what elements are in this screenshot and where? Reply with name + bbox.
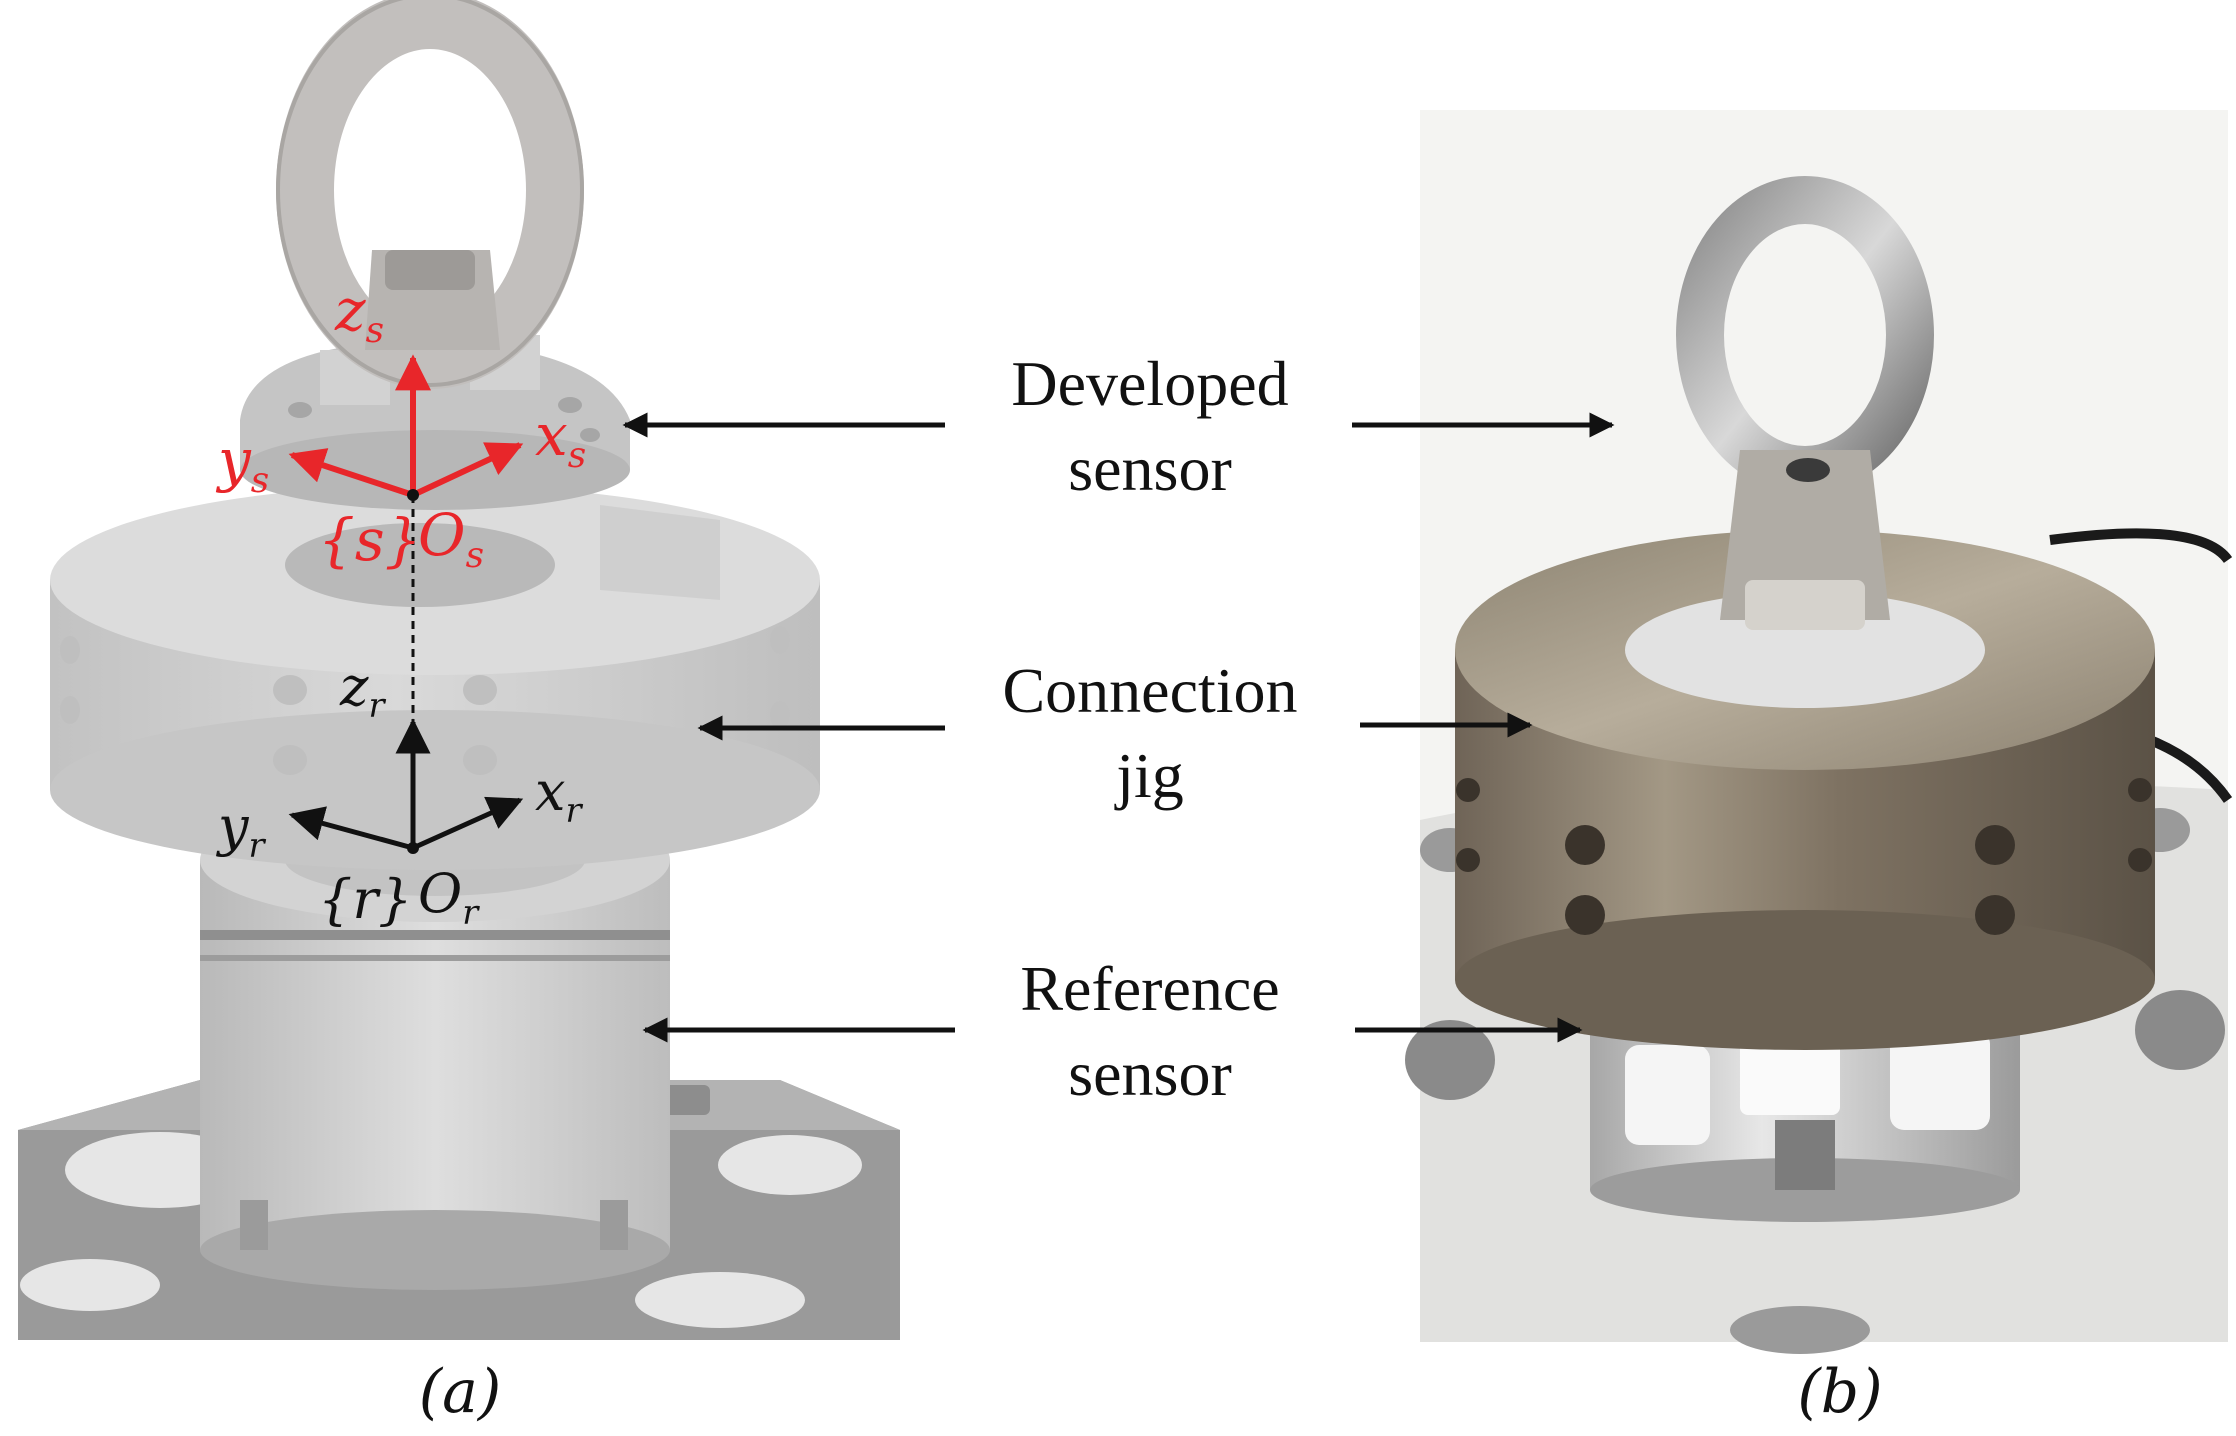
- reference-z-label: zr: [339, 655, 386, 725]
- sensor-x-label: xs: [535, 401, 586, 476]
- sensor-y-label: ys: [215, 426, 269, 501]
- sensor-origin-label: Os: [418, 501, 484, 576]
- label-jig-line1: Connection: [1002, 655, 1297, 726]
- caption-a: (a): [419, 1357, 502, 1427]
- reference-x-axis: [411, 796, 524, 851]
- sensor-y-axis: [288, 448, 414, 498]
- label-reference-line1: Reference: [1020, 953, 1279, 1024]
- reference-origin-label: Or: [418, 862, 480, 932]
- reference-frame-label: {r}: [318, 868, 413, 931]
- sensor-z-label: zs: [334, 276, 384, 351]
- callouts: Developed sensor Connection jig Referenc…: [622, 348, 1615, 1109]
- sensor-frame-label: {s}: [318, 506, 422, 574]
- label-developed-line1: Developed: [1011, 348, 1288, 419]
- reference-x-label: xr: [535, 760, 583, 830]
- reference-frame: zr xr yr {r} Or: [216, 655, 583, 932]
- reference-y-axis: [288, 806, 414, 851]
- label-developed-line2: sensor: [1068, 433, 1232, 504]
- sensor-frame: zs xs ys {s} Os: [215, 276, 586, 576]
- label-reference-line2: sensor: [1068, 1038, 1232, 1109]
- sensor-origin-dot: [407, 489, 419, 501]
- sensor-x-axis: [411, 442, 524, 498]
- reference-y-label: yr: [216, 795, 267, 865]
- photograph: [1405, 110, 2233, 1354]
- label-jig-line2: jig: [1114, 740, 1184, 811]
- reference-sensor-body: [200, 860, 670, 1250]
- cad-rendering: zs xs ys {s} Os zr xr yr {r} Or: [18, 0, 900, 1340]
- reference-origin-dot: [407, 842, 419, 854]
- caption-b: (b): [1797, 1357, 1882, 1427]
